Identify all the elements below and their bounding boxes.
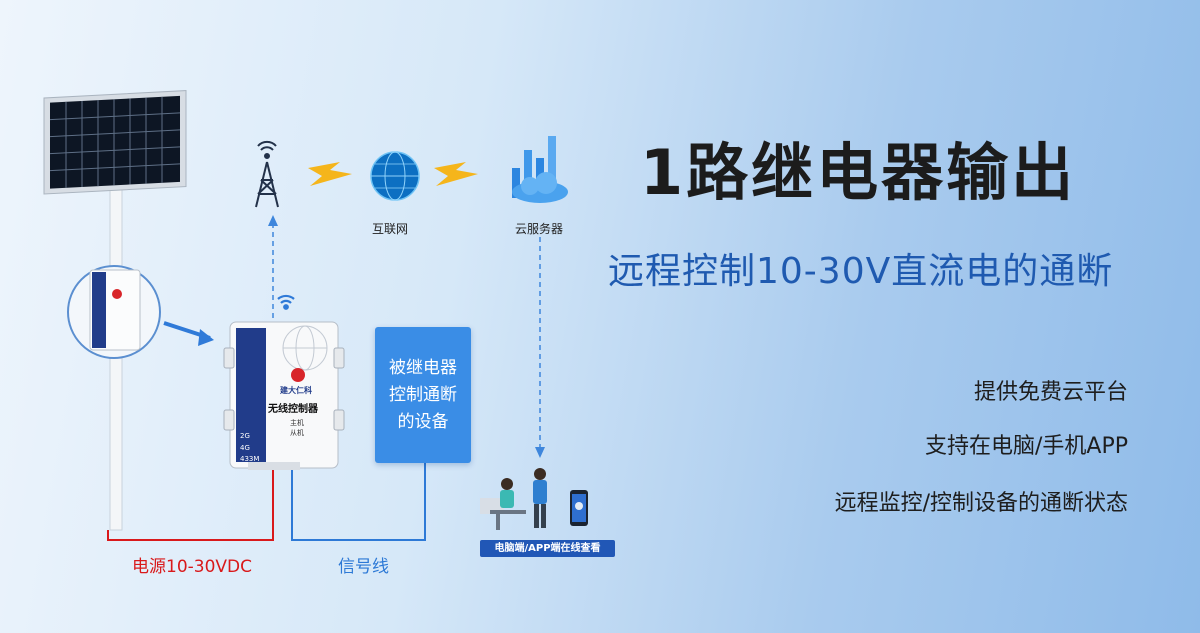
page-title: 1路继电器输出 (640, 136, 1077, 209)
phone-user-icon (533, 468, 547, 528)
power-wire-label: 电源10-30VDC (132, 557, 252, 577)
zoom-arrow-icon (163, 321, 214, 346)
cloud-server-icon (512, 136, 568, 203)
online-view-badge: 电脑端/APP端在线查看 (480, 540, 615, 557)
smartphone-icon (570, 490, 588, 526)
device-name: 无线控制器 (268, 404, 318, 415)
band-2g: 2G (240, 432, 250, 440)
signal-wire (291, 463, 426, 541)
lightning-icon-right (434, 162, 478, 186)
wireless-controller-device (223, 321, 345, 470)
mini-device-icon (89, 269, 141, 351)
wifi-icon (277, 294, 295, 310)
relay-box-line-1: 被继电器 (389, 357, 457, 378)
downlink-arrow-icon (535, 447, 545, 458)
relay-controlled-device-box: 被继电器 控制通断 的设备 (375, 327, 471, 463)
pc-user-icon (480, 478, 526, 530)
solar-pole (109, 187, 123, 531)
mode-option-host: 主机 (290, 419, 304, 427)
uplink-arrow-icon (268, 215, 278, 226)
cell-tower-icon (255, 140, 279, 208)
relay-box-line-3: 的设备 (397, 411, 449, 432)
feature-remote-monitor: 远程监控/控制设备的通断状态 (834, 491, 1128, 516)
page-subtitle: 远程控制10-30V直流电的通断 (608, 251, 1114, 292)
lightning-icon-left (308, 162, 352, 186)
device-brand: 建大仁科 (280, 386, 312, 395)
relay-box-line-2: 控制通断 (389, 384, 457, 405)
band-4g: 4G (240, 444, 250, 452)
globe-icon (370, 151, 420, 201)
mode-option-slave: 从机 (290, 429, 304, 437)
signal-wire-label: 信号线 (338, 557, 389, 577)
power-wire (107, 462, 274, 541)
solar-panel-icon (43, 90, 187, 195)
feature-free-cloud: 提供免费云平台 (973, 380, 1128, 405)
internet-label: 互联网 (372, 222, 409, 236)
band-433m: 433M (240, 455, 260, 463)
feature-pc-app: 支持在电脑/手机APP (925, 434, 1128, 459)
cloud-server-label: 云服务器 (515, 222, 564, 236)
